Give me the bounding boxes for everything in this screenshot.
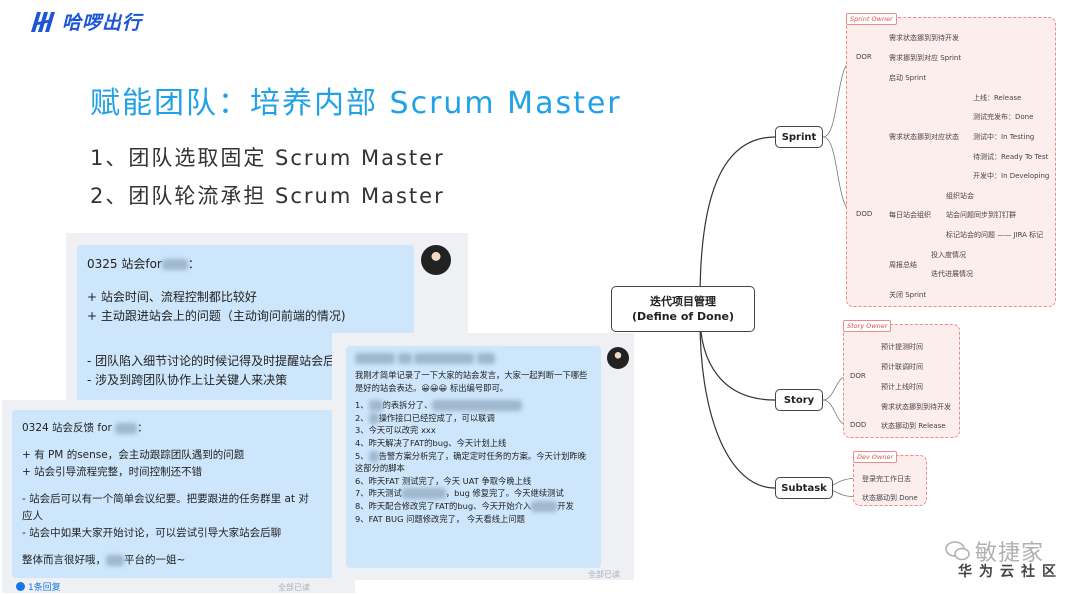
story-dod-label: DOD <box>850 421 867 429</box>
story-dod-item: 状态挪动到 Release <box>881 422 946 430</box>
watermark-sub: 华为云社区 <box>958 564 1063 580</box>
list-item: 4、昨天解决了FAT的bug、今天计划上线 <box>355 437 507 448</box>
standup-item: 标记站会的问题 —— JIRA 标记 <box>946 231 1044 239</box>
chat-panel-0324: 0324 站会反馈 for ： + 有 PM 的sense，会主动跟踪团队遇到的… <box>2 400 355 593</box>
bullet-fixed-sm: 1、团队选取固定 Scrum Master <box>90 146 445 170</box>
chat-line: 应人 <box>22 510 43 522</box>
sprint-dor-item: 需求状态挪到到待开发 <box>889 34 959 42</box>
standup-item: 组织站会 <box>946 192 974 200</box>
chat-line: + 有 PM 的sense，会主动跟踪团队遇到的问题 <box>22 449 245 461</box>
story-node[interactable]: Story <box>775 389 823 411</box>
dev-owner-box <box>853 455 927 506</box>
wechat-icon <box>945 541 970 561</box>
sprint-dor-item: 启动 Sprint <box>889 74 927 82</box>
watermark-main: 敏捷家 <box>974 541 1044 566</box>
slide-title: 赋能团队：培养内部 Scrum Master <box>90 86 622 121</box>
status-item: 测试完发布：Done <box>973 113 1034 121</box>
bullet-rotating-sm: 2、团队轮流承担 Scrum Master <box>90 184 445 208</box>
chat-line: - 站会中如果大家开始讨论，可以尝试引导大家站会后聊 <box>22 527 282 539</box>
story-dor-label: DOR <box>850 372 866 380</box>
standup-item: 站会问题同步到钉钉群 <box>946 211 1016 219</box>
story-owner-tag: Story Owner <box>843 320 892 332</box>
chat-bubble-0324: 0324 站会反馈 for ： + 有 PM 的sense，会主动跟踪团队遇到的… <box>12 410 340 578</box>
close-sprint-item: 关闭 Sprint <box>889 291 927 299</box>
chat-heading-0324: 0324 站会反馈 for ： <box>22 422 148 434</box>
story-owner-box <box>843 324 960 438</box>
avatar[interactable] <box>421 245 451 275</box>
subtask-item: 状态挪动到 Done <box>862 494 918 502</box>
sprint-node[interactable]: Sprint <box>775 126 823 148</box>
list-item: 8、昨天配合修改完了FAT的bug、今天开始介入开发 <box>355 500 574 512</box>
status-item: 待测试：Ready To Test <box>973 153 1049 161</box>
story-dor-item: 预计上线时间 <box>881 383 923 391</box>
story-dor-item: 预计联调时间 <box>881 363 923 371</box>
list-item: 3、今天可以改完 xxx <box>355 425 436 436</box>
watermark: 敏捷家 <box>945 535 1044 567</box>
root-label-line2: (Define of Done) <box>631 310 735 323</box>
list-item: 6、昨天FAT 测试完了，今天 UAT 争取今晚上线 <box>355 475 532 486</box>
weekly-item: 迭代进展情况 <box>931 270 973 278</box>
company-logo: 哈啰出行 <box>28 8 142 35</box>
story-dor-item: 需求状态挪到到待开发 <box>881 403 951 411</box>
weekly-group-label: 周报总结 <box>889 261 917 269</box>
chat-line: 整体而言很好哦，平台的一姐~ <box>22 554 186 566</box>
mindmap-root-node[interactable]: 迭代项目管理 (Define of Done) <box>611 286 755 332</box>
list-item: 7、昨天测试，bug 修复完了。今天继续测试 <box>355 488 564 500</box>
chat-panel-standup-notes: 我刚才简单记录了一下大家的站会发言，大家一起判断一下哪些是好的站会表达。😀😀😀 … <box>332 333 634 580</box>
sprint-dor-label: DOR <box>856 53 872 61</box>
sprint-owner-tag: Sprint Owner <box>846 13 897 25</box>
sprint-dor-item: 需求挪到到对应 Sprint <box>889 54 962 62</box>
chat-heading-0325: 0325 站会for： <box>87 257 200 271</box>
sprint-owner-box <box>846 17 1056 307</box>
sprint-dod-label: DOD <box>856 210 873 218</box>
dev-owner-tag: Dev Owner <box>853 451 898 463</box>
chat-intro: 我刚才简单记录了一下大家的站会发言，大家一起判断一下哪些是好的站会表达。😀😀😀 … <box>355 370 588 393</box>
reply-count-link[interactable]: 1条回复 <box>16 580 61 593</box>
chat-bubble-standup-notes: 我刚才简单记录了一下大家的站会发言，大家一起判断一下哪些是好的站会表达。😀😀😀 … <box>346 346 601 568</box>
chat-line: + 站会时间、流程控制都比较好 <box>87 290 257 304</box>
list-item: 9、FAT BUG 问题修改完了， 今天看线上问题 <box>355 513 525 524</box>
list-item: 1、的表拆分了、 <box>355 399 592 412</box>
root-label-line1: 迭代项目管理 <box>650 295 716 308</box>
reply-icon <box>16 582 25 591</box>
list-item: 2、操作接口已经控成了，可以联调 <box>355 412 495 424</box>
status-item: 开发中：In Developing <box>973 172 1050 180</box>
logo-h-icon <box>31 11 55 32</box>
chat-line: - 团队陷入细节讨论的时候记得及时提醒站会后 <box>87 354 336 368</box>
status-item: 上线：Release <box>973 94 1022 102</box>
chat-line: - 站会后可以有一个简单会议纪要。把要跟进的任务群里 at 对 <box>22 493 309 505</box>
subtask-item: 登录完工作日志 <box>862 475 911 483</box>
reply-label: 1条回复 <box>28 583 61 593</box>
story-dor-item: 预计提测时间 <box>881 343 923 351</box>
weekly-item: 投入度情况 <box>931 251 966 259</box>
list-item: 5、告警方案分析完了，确定定时任务的方案。今天计划昨晚这部分的脚本 <box>355 450 587 474</box>
chat-line: + 主动跟进站会上的问题（主动询问前端的情况) <box>87 309 346 323</box>
chat-line: - 涉及到跨团队协作上让关键人来决策 <box>87 373 288 387</box>
read-status: 全部已读 <box>278 583 310 592</box>
subtask-node[interactable]: Subtask <box>775 477 833 499</box>
standup-group-label: 每日站会组织 <box>889 211 931 219</box>
status-item: 测试中：In Testing <box>973 133 1035 141</box>
logo-text: 哈啰出行 <box>62 12 143 34</box>
avatar[interactable] <box>607 347 629 369</box>
chat-line: + 站会引导流程完整，时间控制还不错 <box>22 466 203 478</box>
read-status: 全部已读 <box>588 570 620 579</box>
status-group-label: 需求状态挪到对应状态 <box>889 133 959 141</box>
